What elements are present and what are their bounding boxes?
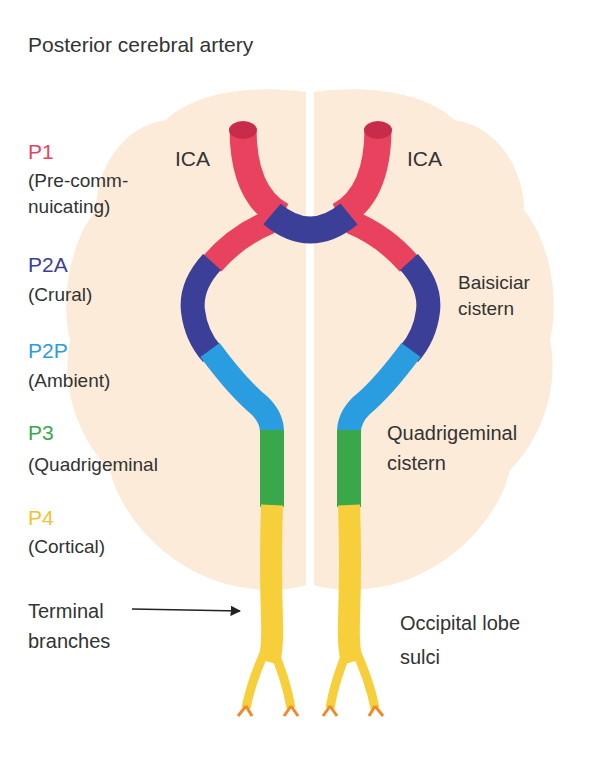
vessel-label: ICA <box>175 146 210 172</box>
diagram-title: Posterior cerebral artery <box>28 32 253 58</box>
vessel-label: ICA <box>407 146 442 172</box>
segment-name: (Quadrigeminal <box>28 452 158 478</box>
segment-name: (Crural) <box>28 282 92 308</box>
leader-arrow <box>132 609 240 611</box>
segment-code: P3 <box>28 420 54 446</box>
communicating-arc <box>272 214 349 230</box>
segment-code: P1 <box>28 139 54 165</box>
segment-name: (Pre-comm- nuicating) <box>28 168 158 220</box>
region-label: Occipital lobe sulci <box>400 606 560 674</box>
segment-code: P4 <box>28 505 54 531</box>
callout-label: Terminal branches <box>28 596 138 656</box>
segment-code: P2P <box>28 338 68 364</box>
cistern-label: Baisiciar cistern <box>458 270 563 322</box>
cistern-label: Quadrigeminal cistern <box>387 418 567 478</box>
segment-name: (Ambient) <box>28 368 110 394</box>
segment-name: (Cortical) <box>28 534 105 560</box>
segment-code: P2A <box>28 252 68 278</box>
